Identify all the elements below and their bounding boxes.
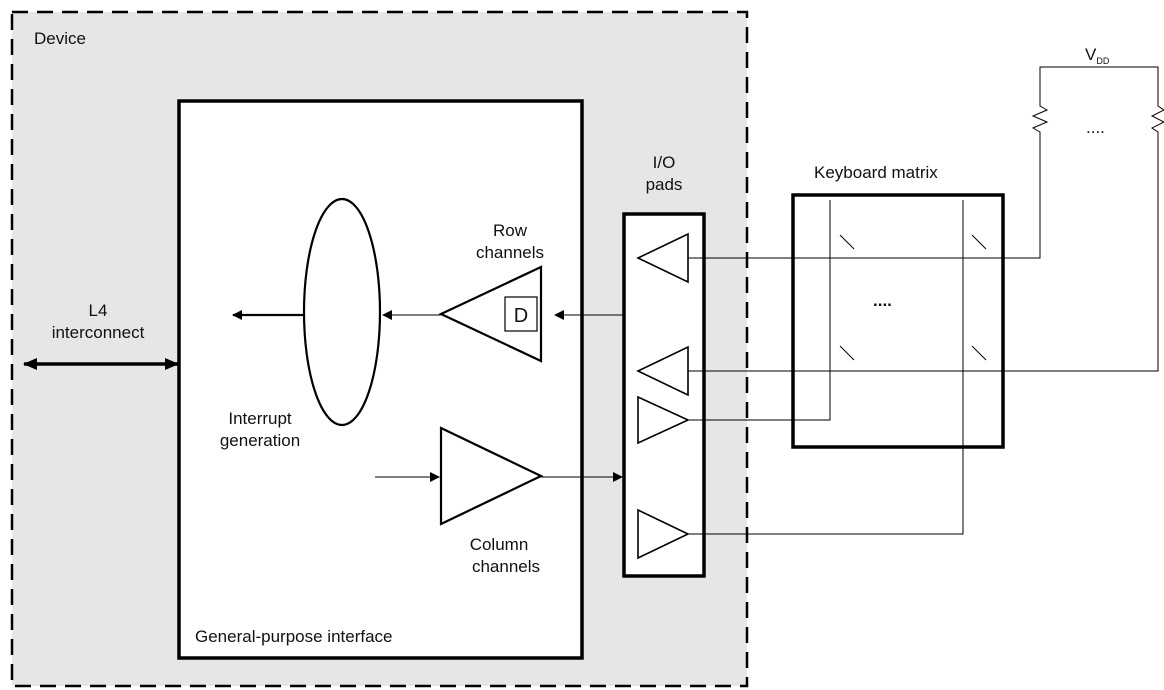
matrix-switch-3 xyxy=(839,345,855,361)
keyboard-matrix-box xyxy=(791,193,1005,449)
matrix-switch-2 xyxy=(971,234,987,250)
row-channels-line1: Row xyxy=(493,221,528,240)
row-channel-buffer xyxy=(438,265,543,363)
vdd-main: V xyxy=(1085,45,1097,64)
column-channels-line2: channels xyxy=(472,557,540,576)
pullup-resistor-2 xyxy=(1150,98,1164,137)
io-pads-line2: pads xyxy=(646,175,683,194)
column-channel-buffer xyxy=(439,426,544,526)
interrupt-label-line1: Interrupt xyxy=(228,409,292,428)
resistor-ellipsis: .... xyxy=(1086,118,1105,137)
matrix-ellipsis: .... xyxy=(873,291,892,310)
column-wire-2 xyxy=(688,200,964,535)
device-label: Device xyxy=(34,29,86,48)
io-pads-line1: I/O xyxy=(653,153,676,172)
matrix-switch-4 xyxy=(971,345,987,361)
vdd-subscript: DD xyxy=(1096,56,1109,66)
vdd-rail xyxy=(1039,66,1159,98)
vdd-label: VDD xyxy=(1085,45,1110,66)
interrupt-label-line2: generation xyxy=(220,431,300,450)
matrix-switch-1 xyxy=(839,234,855,250)
l4-label-line1: L4 xyxy=(89,301,108,320)
l4-label-line2: interconnect xyxy=(52,323,145,342)
pad-column-output-1 xyxy=(637,395,690,445)
column-wire-1 xyxy=(688,200,831,421)
general-purpose-interface-box xyxy=(177,99,584,660)
row-wire-2 xyxy=(688,137,1159,372)
interface-label: General-purpose interface xyxy=(195,627,393,646)
column-channels-line1: Column xyxy=(470,535,529,554)
pad-column-output-2 xyxy=(637,508,690,560)
debounce-box xyxy=(504,296,538,332)
row-channels-line2: channels xyxy=(476,243,544,262)
interrupt-generation-ellipse xyxy=(302,197,382,427)
pullup-resistor-1 xyxy=(1031,98,1049,137)
debounce-label: D xyxy=(514,305,528,327)
row-wire-1 xyxy=(688,137,1041,259)
keyboard-matrix-label: Keyboard matrix xyxy=(814,163,938,182)
